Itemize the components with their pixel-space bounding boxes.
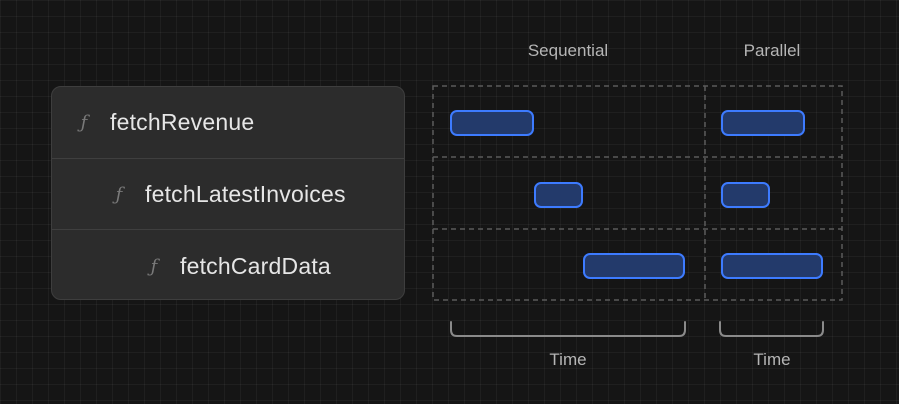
function-icon: ƒ — [115, 184, 123, 205]
parallel-time-bracket — [719, 321, 824, 337]
function-icon: ƒ — [150, 255, 158, 277]
sequential-bars — [450, 110, 685, 279]
dashed-grid — [432, 85, 843, 301]
function-row-fetch-card-data: ƒ fetchCardData — [52, 229, 404, 299]
sequential-time-label: Time — [549, 350, 587, 369]
function-icon: ƒ — [80, 112, 88, 133]
function-row-fetch-revenue: ƒ fetchRevenue — [52, 87, 404, 158]
sequential-bar-fetch-revenue — [450, 110, 534, 136]
parallel-bar-fetch-revenue — [721, 110, 805, 136]
function-row-fetch-latest-invoices: ƒ fetchLatestInvoices — [52, 158, 404, 230]
time-brackets — [450, 321, 824, 337]
sequential-title: Sequential — [527, 41, 609, 60]
grid-outline — [432, 85, 843, 301]
parallel-bar-fetch-card-data — [721, 253, 823, 279]
parallel-time-label: Time — [753, 350, 791, 369]
parallel-bar-fetch-latest-invoices — [721, 182, 770, 208]
sequential-bar-fetch-latest-invoices — [534, 182, 583, 208]
function-name: fetchCardData — [180, 252, 331, 279]
parallel-bars — [721, 110, 823, 279]
function-name: fetchLatestInvoices — [145, 181, 346, 207]
sequential-time-bracket — [450, 321, 686, 337]
function-name: fetchRevenue — [110, 109, 255, 135]
sequential-bar-fetch-card-data — [583, 253, 685, 279]
function-list-card: ƒ fetchRevenue ƒ fetchLatestInvoices ƒ f… — [51, 86, 405, 300]
parallel-title: Parallel — [743, 41, 801, 60]
